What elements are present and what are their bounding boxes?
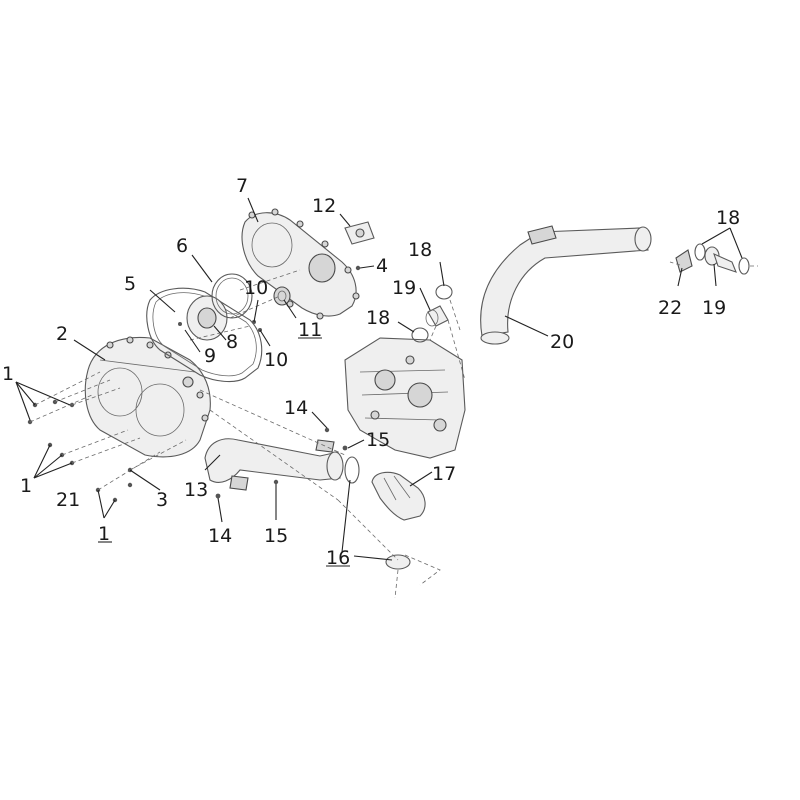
leader-lines <box>15 197 743 561</box>
callout-20: 20 <box>550 331 574 353</box>
callout-9: 9 <box>204 345 216 367</box>
callout-15-upper: 15 <box>366 429 390 451</box>
callout-6: 6 <box>176 235 188 257</box>
callout-10-upper: 10 <box>244 277 268 299</box>
small-clamp-bottom <box>411 327 429 343</box>
callout-13: 13 <box>184 479 208 501</box>
callout-18-right: 18 <box>716 207 740 229</box>
rubber-boot <box>371 471 426 521</box>
outer-cover <box>84 336 211 458</box>
callout-16: 16 <box>326 547 350 569</box>
intake-elbow-pipe <box>480 225 652 345</box>
callout-7: 7 <box>236 175 248 197</box>
callout-11: 11 <box>298 319 322 341</box>
clamp-bracket <box>344 221 375 245</box>
callout-18-top: 18 <box>408 239 432 261</box>
gasket <box>146 287 263 383</box>
callout-15-lower: 15 <box>264 525 288 547</box>
callout-2: 2 <box>56 323 68 345</box>
inner-cover <box>241 208 360 320</box>
callout-labels: 1 1 1 2 3 4 5 6 7 8 9 10 10 11 12 13 14 … <box>2 175 740 569</box>
hose-clamp-upper <box>344 456 360 484</box>
right-fitting-group <box>675 243 750 275</box>
callout-1-bottom: 1 <box>98 523 110 545</box>
callout-18-mid: 18 <box>366 307 390 329</box>
callout-8: 8 <box>226 331 238 353</box>
assembly-dashed-lines <box>29 261 758 599</box>
callout-10-lower: 10 <box>264 349 288 371</box>
callout-22: 22 <box>658 297 682 319</box>
callout-14-lower: 14 <box>208 525 232 547</box>
callout-21: 21 <box>56 489 80 511</box>
callout-1-lower: 1 <box>20 475 32 497</box>
bearing-clamp <box>273 286 291 306</box>
hose-clamp-lower <box>385 554 411 570</box>
callout-12: 12 <box>312 195 336 217</box>
callout-19-mid: 19 <box>392 277 416 299</box>
callout-5: 5 <box>124 273 136 295</box>
engine-block <box>344 337 466 459</box>
callout-1-left: 1 <box>2 363 14 385</box>
callout-19-right: 19 <box>702 297 726 319</box>
callout-14-upper: 14 <box>284 397 308 419</box>
callout-3: 3 <box>156 489 168 511</box>
callout-4: 4 <box>376 255 388 277</box>
o-ring <box>211 273 253 319</box>
callout-17: 17 <box>432 463 456 485</box>
small-clamp-top <box>435 284 453 300</box>
